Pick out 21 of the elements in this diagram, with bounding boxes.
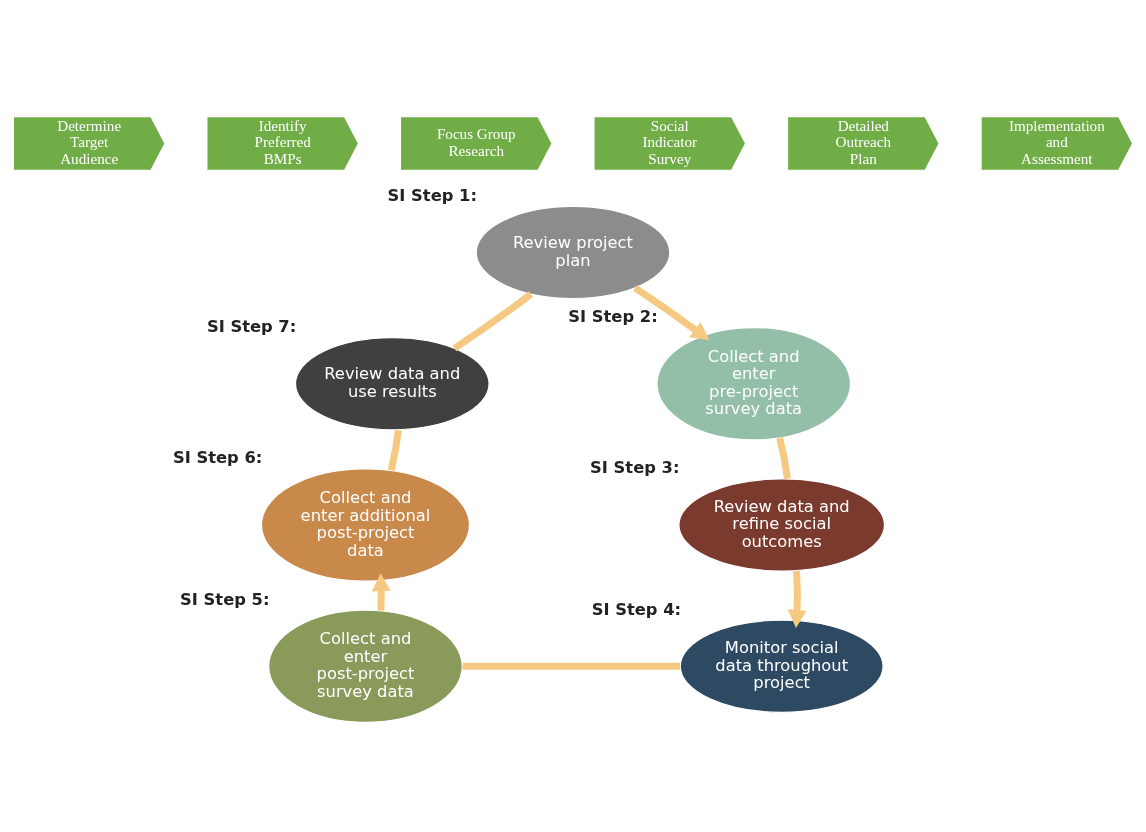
node-label: SI Step 7:: [206, 317, 297, 337]
node-label: SI Step 4:: [591, 599, 682, 619]
node-ellipse: Monitor social data throughout project: [679, 619, 884, 713]
node-ellipse: Review data and use results: [294, 337, 490, 431]
node-ellipse: Review project plan: [475, 205, 671, 300]
node-label: SI Step 2:: [568, 307, 658, 327]
arrow: [633, 284, 710, 341]
node-ellipse: Review data and refine social outcomes: [678, 478, 886, 572]
node-label: SI Step 1:: [387, 185, 477, 205]
node-ellipse: Collect and enter pre-project survey data: [656, 327, 852, 441]
connector: [387, 429, 402, 472]
arrow: [787, 570, 807, 628]
connector: [452, 291, 534, 352]
node-label: SI Step 3:: [590, 458, 680, 478]
connector: [462, 662, 681, 670]
connector: [776, 437, 791, 480]
node-label: SI Step 5:: [180, 589, 270, 609]
node-ellipse: Collect and enter additional post-project data: [260, 468, 471, 582]
node-ellipse: Collect and enter post-project survey data: [268, 609, 463, 724]
node-label: SI Step 6:: [172, 448, 263, 468]
arrow: [371, 573, 391, 611]
